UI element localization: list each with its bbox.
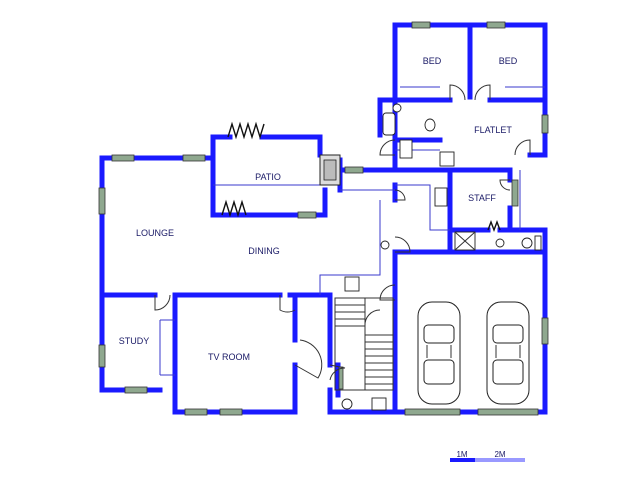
room-label-tv-room: TV ROOM xyxy=(208,352,250,362)
cars xyxy=(417,301,530,405)
scale-label-2m: 2M xyxy=(494,450,505,459)
window xyxy=(338,366,344,390)
window xyxy=(541,114,549,134)
room-labels: BED BED FLATLET PATIO STAFF LOUNGE DININ… xyxy=(119,56,518,362)
door xyxy=(379,139,396,156)
patio-balustrade xyxy=(221,121,501,232)
doors xyxy=(154,84,531,381)
door xyxy=(394,189,406,201)
basin xyxy=(399,139,413,159)
garage-door xyxy=(404,408,461,416)
room-label-staff: STAFF xyxy=(468,193,496,203)
toilet xyxy=(341,398,353,410)
cistern xyxy=(534,235,542,251)
garage-door xyxy=(477,408,539,416)
scale-bar: 1M 2M xyxy=(450,450,525,462)
toilet xyxy=(424,118,436,132)
basin xyxy=(392,103,402,113)
fixtures xyxy=(341,103,542,411)
window xyxy=(182,154,206,162)
room-label-study: STUDY xyxy=(119,336,150,346)
stove xyxy=(439,151,455,167)
car xyxy=(417,301,461,405)
stove xyxy=(344,276,360,292)
window xyxy=(124,386,148,394)
door xyxy=(279,295,296,313)
sink xyxy=(434,187,448,207)
room-label-lounge: LOUNGE xyxy=(136,228,174,238)
front-door xyxy=(294,339,323,379)
window xyxy=(184,408,208,416)
room-label-patio: PATIO xyxy=(255,172,281,182)
toilet xyxy=(521,237,533,249)
window xyxy=(219,408,243,416)
window xyxy=(486,21,506,29)
walls xyxy=(99,22,548,415)
window xyxy=(344,166,364,174)
room-label-dining: DINING xyxy=(248,246,280,256)
fireplace xyxy=(319,154,341,186)
basin xyxy=(371,397,387,411)
window xyxy=(111,154,135,162)
window xyxy=(511,179,519,207)
car xyxy=(486,301,530,405)
thin-lines xyxy=(159,86,545,376)
window xyxy=(98,344,106,368)
scale-segment-dark xyxy=(450,458,475,462)
scale-label-1m: 1M xyxy=(456,450,467,459)
basin xyxy=(380,240,390,250)
window xyxy=(541,317,549,345)
room-label-flatlet: FLATLET xyxy=(474,125,512,135)
window xyxy=(297,211,317,219)
door xyxy=(154,294,171,311)
room-label-bed-1: BED xyxy=(423,56,442,66)
windows xyxy=(98,21,549,416)
room-label-bed-2: BED xyxy=(499,56,518,66)
bath xyxy=(382,112,396,136)
scale-segment-light xyxy=(475,458,525,462)
door xyxy=(449,84,466,101)
door xyxy=(474,84,491,101)
door xyxy=(394,236,411,253)
staircase xyxy=(334,297,394,391)
window xyxy=(411,21,431,29)
basin xyxy=(495,238,505,248)
window xyxy=(98,187,106,215)
door xyxy=(379,284,396,301)
door xyxy=(329,364,346,381)
door xyxy=(514,139,531,156)
door xyxy=(499,179,511,191)
